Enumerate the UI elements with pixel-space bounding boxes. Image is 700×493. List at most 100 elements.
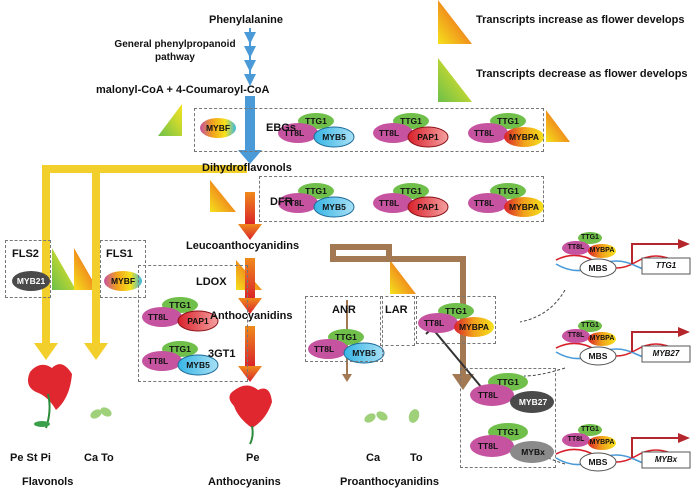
ttg1-dfr-1: TTG1 (305, 186, 327, 196)
general-pathway-label-1: General phenylpropanoid (114, 39, 236, 50)
ttg1-ebgs-1: TTG1 (305, 116, 327, 126)
tt8l-ebgs-2: TT8L (378, 128, 400, 138)
ttg1-dna3: TTG1 (581, 426, 599, 433)
mybx-rep: MYBx (521, 447, 545, 457)
tt8l-dfr-1: TT8L (283, 198, 305, 208)
proanthocyanidins-label: Proanthocyanidins (340, 476, 440, 488)
flavonols-tissues: Pe St Pi (10, 452, 51, 464)
repressor-box (460, 368, 556, 468)
tt8l-ebgs-1: TT8L (283, 128, 305, 138)
ttg1-lar: TTG1 (445, 306, 467, 316)
ttg1-ldox: TTG1 (169, 300, 191, 310)
mybpa-dna2: MYBPA (589, 335, 615, 342)
legend-decrease-label: Transcripts decrease as flower develops (476, 68, 688, 80)
anr-label: ANR (332, 304, 356, 316)
anthocyanins-label: Anthocyanins (208, 476, 281, 488)
anthocyanidins-label: Anthocyanidins (210, 310, 293, 322)
ttg1-rep1: TTG1 (497, 377, 519, 387)
ttg1-ebgs-3: TTG1 (497, 116, 519, 126)
lar-complex-box (416, 296, 496, 344)
lar-box (380, 296, 415, 346)
pap1-ldox: PAP1 (187, 316, 209, 326)
phenylalanine-label: Phenylalanine (209, 14, 283, 26)
dihydroflavonols-label: Dihydroflavonols (202, 162, 292, 174)
ldox-label: LDOX (196, 276, 227, 288)
legend-decrease-wedge (438, 58, 472, 102)
leucoanthocyanidins-label: Leucoanthocyanidins (186, 240, 300, 252)
myb21-fls2: MYB21 (16, 276, 46, 286)
gene-ttg1: TTG1 (655, 261, 677, 270)
protein-ovals (12, 113, 691, 472)
3gt1-label: 3GT1 (208, 348, 236, 360)
tt8l-dfr-3: TT8L (473, 198, 495, 208)
ttg1-anr: TTG1 (335, 332, 357, 342)
fls-wedge-left (52, 248, 76, 290)
tt8l-dfr-2: TT8L (378, 198, 400, 208)
fls1-box (100, 240, 146, 298)
dfr-box (259, 176, 544, 222)
anr-box (305, 296, 383, 362)
myb5-3gt1: MYB5 (186, 360, 210, 370)
fls1-label: FLS1 (106, 248, 133, 260)
ttg1-3gt1: TTG1 (169, 344, 191, 354)
mbs-3: MBS (588, 457, 608, 467)
myb5-dfr: MYB5 (322, 202, 346, 212)
leaves-flavonols (90, 407, 112, 419)
myb27-rep: MYB27 (518, 397, 548, 407)
tt8l-3gt1: TT8L (147, 356, 169, 366)
mybf-ebgs: MYBF (205, 123, 231, 133)
fls2-label: FLS2 (12, 248, 39, 260)
tt8l-ldox: TT8L (147, 312, 169, 322)
mbs-1: MBS (588, 263, 608, 273)
ttg1-dna1: TTG1 (581, 234, 599, 241)
mybpa-lar: MYBPA (458, 322, 490, 332)
ebgs-box (194, 108, 544, 152)
mybpa-ebgs: MYBPA (508, 132, 540, 142)
pap1-ebgs: PAP1 (417, 132, 439, 142)
mybf-fls1: MYBF (110, 276, 136, 286)
dfr-label: DFR (270, 196, 293, 208)
flavonols-leaf-tissues: Ca To (84, 452, 114, 464)
ebg-decrease-wedge (158, 104, 182, 136)
ttg1-dfr-3: TTG1 (497, 186, 519, 196)
malonyl-label: malonyl-CoA + 4-Coumaroyl-CoA (96, 84, 270, 96)
leaves-pa (364, 409, 420, 423)
promoter-arrowheads (678, 239, 690, 443)
pap1-dfr: PAP1 (417, 202, 439, 212)
tt8l-dna1: TT8L (567, 244, 585, 251)
fls2-box (5, 240, 51, 298)
flavonols-label: Flavonols (22, 476, 74, 488)
tt8l-rep2: TT8L (477, 441, 499, 451)
promoter-arrows (631, 243, 680, 458)
gene-mybx: MYBx (654, 455, 678, 464)
tt8l-anr: TT8L (313, 344, 335, 354)
tt8l-dna2: TT8L (567, 332, 585, 339)
pa-tissue-ca: Ca (366, 452, 381, 464)
ttg1-dna2: TTG1 (581, 322, 599, 329)
general-pathway-label-2: pathway (154, 52, 195, 63)
flower-anthocyanins (229, 385, 272, 445)
mbs-2: MBS (588, 351, 608, 361)
flower-flavonols (28, 364, 72, 429)
anr-wedge (390, 260, 416, 294)
myb5-ebgs: MYB5 (322, 132, 346, 142)
dfr-increase-wedge (210, 180, 236, 212)
ldox-box (138, 265, 248, 382)
ttg1-rep2: TTG1 (497, 427, 519, 437)
tt8l-lar: TT8L (423, 318, 445, 328)
tt8l-rep1: TT8L (477, 390, 499, 400)
ttg1-dfr-2: TTG1 (400, 186, 422, 196)
main-blue-arrow (238, 96, 262, 164)
mybpa-dna3: MYBPA (589, 439, 615, 446)
legend-increase-wedge (438, 0, 472, 44)
lar-label: LAR (385, 304, 408, 316)
ttg1-ebgs-2: TTG1 (400, 116, 422, 126)
ebgs-label: EBGs (266, 122, 296, 134)
myb5-anr: MYB5 (352, 348, 376, 358)
ebg-increase-wedge (546, 110, 570, 142)
tt8l-dna3: TT8L (567, 436, 585, 443)
mybpa-dna1: MYBPA (589, 247, 615, 254)
legend-increase-label: Transcripts increase as flower develops (476, 14, 685, 26)
anthocyanins-tissue: Pe (246, 452, 260, 464)
